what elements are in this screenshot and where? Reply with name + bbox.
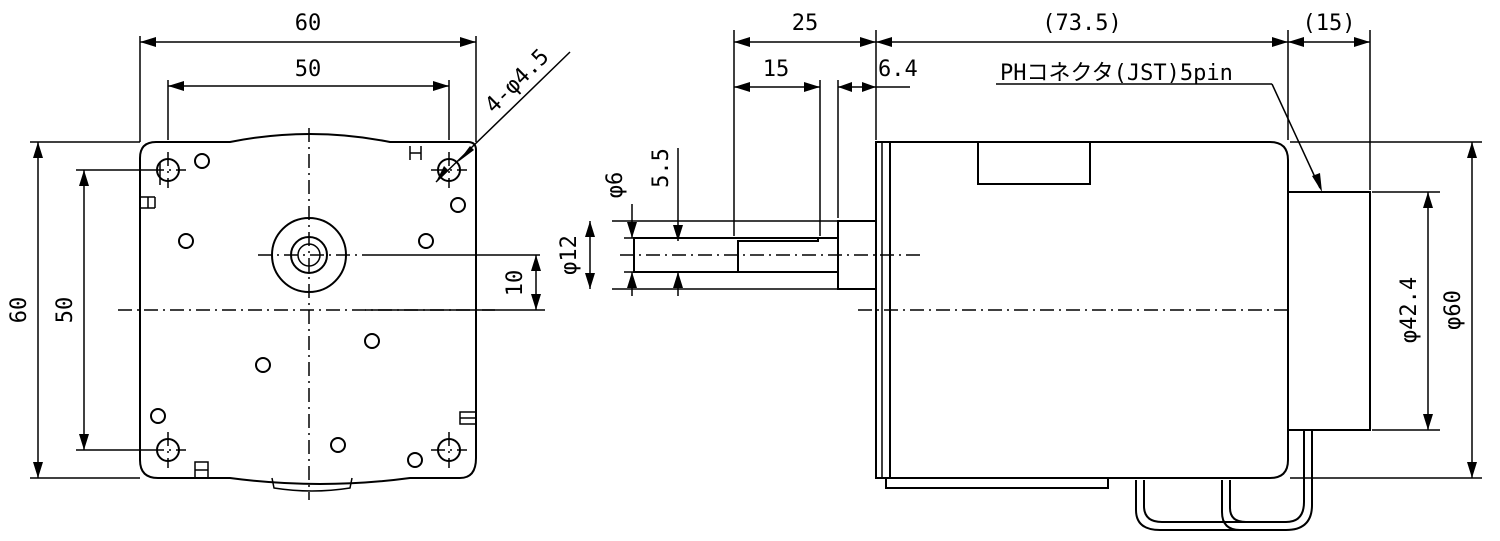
front-hole-span-50: 50 — [295, 57, 322, 82]
boss-dia-12: φ12 — [557, 235, 582, 275]
shaft-boss — [271, 217, 347, 293]
shaft-dia-6: φ6 — [603, 172, 628, 199]
mounting-holes — [150, 152, 467, 468]
connector-note: PHコネクタ(JST)5pin — [1000, 61, 1233, 86]
shaft-length-25: 25 — [792, 11, 819, 36]
hole-callout: 4-φ4.5 — [480, 44, 554, 118]
shaft-offset-10: 10 — [503, 270, 528, 297]
screw-circles — [150, 153, 466, 468]
cable — [1135, 430, 1313, 531]
body-bottom-plate — [885, 478, 1109, 489]
front-plate-outline — [139, 133, 477, 485]
body-dia-60: φ60 — [1441, 290, 1466, 330]
h-tabs — [141, 146, 475, 478]
side-view: 25 (73.5) (15) 15 6.4 PHコネクタ(JST)5pin φ1… — [557, 11, 1482, 531]
connector-length-15: (15) — [1303, 11, 1356, 36]
front-bottom-tab — [271, 477, 353, 492]
body-label-plate — [977, 141, 1091, 185]
flat-depth-5-5: 5.5 — [649, 148, 674, 188]
body-length-73-5: (73.5) — [1042, 11, 1121, 36]
front-height-60: 60 — [7, 297, 32, 324]
front-hole-height-50: 50 — [53, 297, 78, 324]
shaft-flat — [737, 238, 819, 272]
front-width-60: 60 — [295, 11, 322, 36]
connector-housing — [1287, 191, 1371, 431]
collar-length-6-4: 6.4 — [878, 57, 918, 82]
front-view: 60 50 60 50 4-φ4.5 10 — [7, 11, 571, 500]
connector-dia-42-4: φ42.4 — [1397, 277, 1422, 343]
key-length-15: 15 — [763, 57, 790, 82]
